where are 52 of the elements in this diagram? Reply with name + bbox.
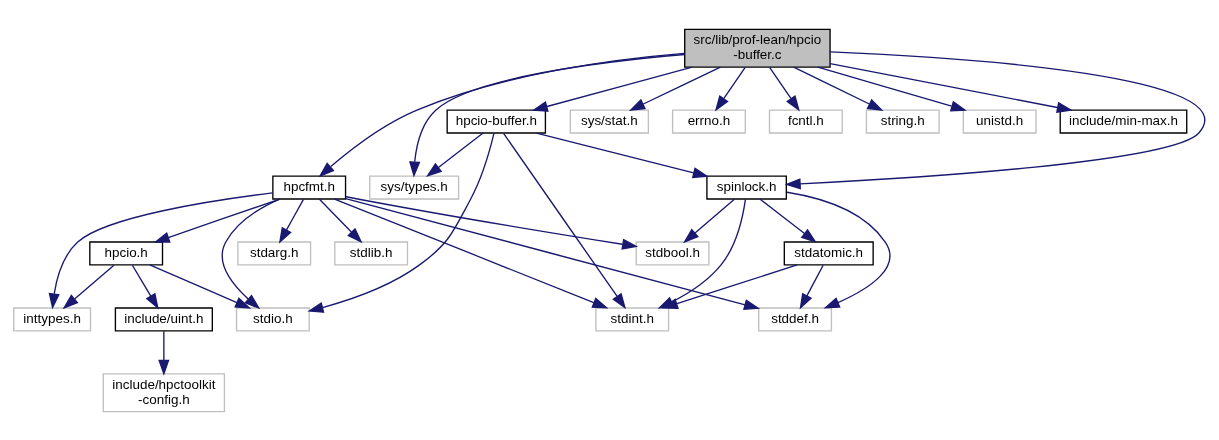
node-box: stddef.h bbox=[758, 306, 833, 332]
node-box: stdarg.h bbox=[237, 240, 312, 266]
arrow bbox=[817, 66, 967, 112]
arrow bbox=[535, 131, 709, 178]
node-box: sys/types.h bbox=[369, 174, 460, 200]
arrow bbox=[793, 66, 884, 111]
arrow bbox=[149, 263, 252, 309]
node-box: sys/stat.h bbox=[569, 108, 650, 134]
node-box: hpcio-buffer.h bbox=[446, 108, 547, 134]
arrow bbox=[307, 132, 495, 313]
node-box: fcntl.h bbox=[768, 108, 843, 134]
node-box: stdbool.h bbox=[635, 240, 710, 266]
arrow bbox=[221, 197, 281, 309]
node-box: unistd.h bbox=[962, 108, 1037, 134]
arrow bbox=[333, 197, 609, 309]
arrow bbox=[759, 197, 817, 243]
arrow bbox=[62, 264, 115, 309]
arrow bbox=[628, 66, 722, 111]
node-box: include/min-max.h bbox=[1059, 108, 1188, 134]
node-box: string.h bbox=[865, 108, 940, 134]
node-box: spinlock.h bbox=[706, 174, 787, 200]
node-box: hpcfmt.h bbox=[272, 174, 347, 200]
node-box: include/uint.h bbox=[114, 306, 213, 332]
node-box: errno.h bbox=[671, 108, 746, 134]
arrow bbox=[131, 264, 159, 310]
node-box: stdlib.h bbox=[334, 240, 409, 266]
arrow bbox=[799, 264, 824, 310]
arrow bbox=[683, 198, 736, 243]
node-box: stdatomic.h bbox=[783, 240, 874, 266]
node-box: hpcio.h bbox=[89, 240, 164, 266]
node-box: src/lib/prof-lean/hpcio -buffer.c bbox=[684, 28, 831, 68]
arrow bbox=[502, 132, 627, 309]
arrow bbox=[661, 263, 798, 309]
arrow bbox=[768, 66, 800, 112]
arrow bbox=[409, 53, 686, 178]
arrow bbox=[531, 66, 693, 112]
arrow bbox=[278, 198, 305, 244]
arrow bbox=[784, 50, 1206, 189]
arrow bbox=[318, 52, 686, 177]
arrow bbox=[786, 191, 891, 309]
node-box: stdint.h bbox=[595, 306, 670, 332]
arrow bbox=[345, 195, 639, 250]
arrow bbox=[714, 66, 746, 112]
node-box: stdio.h bbox=[235, 306, 310, 332]
node-box: inttypes.h bbox=[13, 306, 92, 332]
arrow bbox=[48, 191, 274, 310]
arrow bbox=[158, 330, 170, 376]
arrow bbox=[153, 197, 281, 243]
node-box: include/hpctoolkit -config.h bbox=[102, 372, 226, 412]
arrow bbox=[829, 62, 1073, 113]
arrow bbox=[426, 131, 484, 177]
arrow bbox=[318, 198, 363, 243]
